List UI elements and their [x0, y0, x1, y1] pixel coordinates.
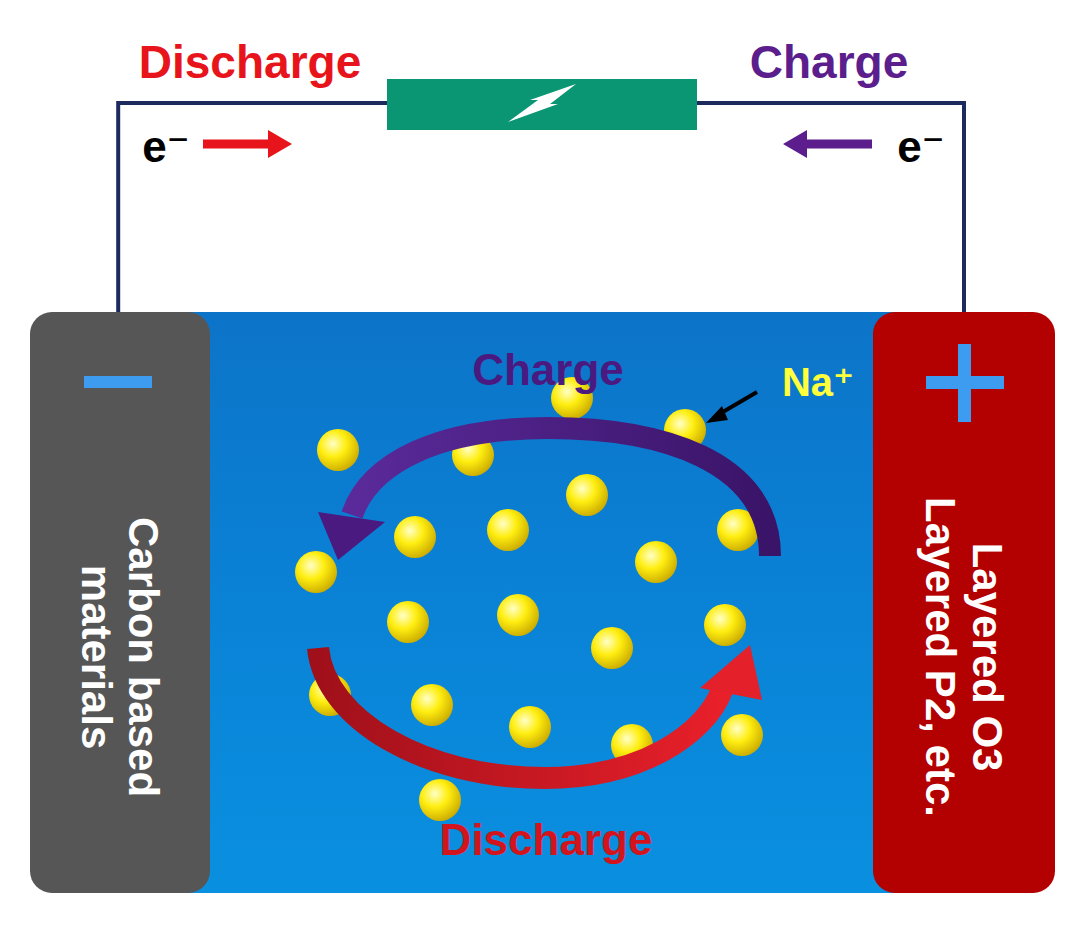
electrode-label: Layered O3 Layered P2, etc. [917, 458, 1011, 858]
electron-arrowhead [783, 130, 807, 158]
discharge-arrow [318, 648, 722, 778]
electrode: Carbon based materials [30, 312, 210, 893]
electron-arrow [203, 140, 270, 149]
circuit-wire [118, 103, 964, 312]
electron-label: e⁻ [897, 121, 945, 172]
charge-arrow [352, 428, 770, 556]
sodium-ion [394, 516, 436, 558]
ion-label: Na⁺ [782, 359, 854, 405]
sodium-ion [419, 779, 461, 821]
leader-arrowhead [706, 406, 728, 423]
sodium-ion [387, 601, 429, 643]
sodium-ion [317, 429, 359, 471]
sodium-ion [635, 541, 677, 583]
sodium-ion [591, 627, 633, 669]
load [387, 79, 697, 130]
sodium-ion [295, 551, 337, 593]
sodium-ion [704, 604, 746, 646]
electrode: Layered O3 Layered P2, etc. [873, 312, 1055, 893]
charge-arrowhead [318, 512, 385, 560]
discharge-arrowhead [700, 645, 762, 700]
process-label: Discharge [440, 815, 653, 865]
process-label: Discharge [139, 35, 361, 89]
sodium-ion [721, 714, 763, 756]
sodium-ion [566, 474, 608, 516]
electron-arrow [805, 140, 872, 149]
lightning-symbol [508, 84, 576, 122]
electrode-label: Carbon based materials [73, 458, 167, 858]
sodium-ion [411, 684, 453, 726]
electron-arrowhead [268, 130, 292, 158]
process-label: Charge [472, 345, 624, 395]
sodium-ion [497, 594, 539, 636]
electron-label: e⁻ [142, 121, 190, 172]
sodium-ion [487, 509, 529, 551]
process-label: Charge [750, 35, 908, 89]
sodium-ion [509, 706, 551, 748]
